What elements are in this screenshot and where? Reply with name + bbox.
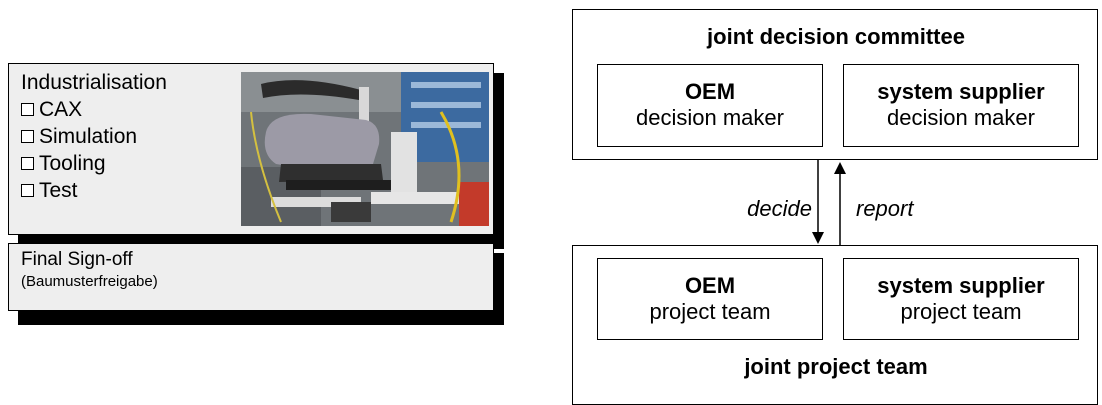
decide-arrow-head (812, 232, 824, 244)
checkbox-icon (21, 157, 34, 170)
decide-label: decide (747, 196, 812, 221)
supplier-role: project team (900, 299, 1022, 324)
list-item: Tooling (21, 150, 137, 177)
supplier-project-team-box: system supplier project team (843, 258, 1079, 340)
supplier-label: system supplier (877, 273, 1045, 298)
signoff-subtitle: (Baumusterfreigabe) (21, 273, 158, 290)
joint-project-team: OEM project team system supplier project… (572, 245, 1098, 405)
list-item: CAX (21, 96, 137, 123)
industrialisation-title: Industrialisation (21, 71, 167, 94)
committee-title: joint decision committee (707, 24, 965, 49)
signoff-panel: Final Sign-off (Baumusterfreigabe) (8, 243, 494, 311)
checkbox-icon (21, 103, 34, 116)
list-item-label: Test (39, 179, 78, 202)
list-item: Test (21, 177, 137, 204)
supplier-role: decision maker (887, 105, 1035, 130)
report-arrow-head (834, 162, 846, 174)
list-item: Simulation (21, 123, 137, 150)
joint-decision-committee: joint decision committee OEM decision ma… (572, 9, 1098, 160)
list-item-label: CAX (39, 98, 83, 121)
signoff-title: Final Sign-off (21, 249, 133, 270)
oem-role: decision maker (636, 105, 784, 130)
oem-project-team-box: OEM project team (597, 258, 823, 340)
oem-role: project team (649, 299, 771, 324)
flow-arrows (812, 160, 846, 246)
supplier-label: system supplier (877, 79, 1045, 104)
oem-label: OEM (684, 79, 736, 104)
industrialisation-list: CAX Simulation Tooling Test (21, 96, 137, 204)
oem-decision-maker-box: OEM decision maker (597, 64, 823, 147)
report-label: report (856, 196, 914, 221)
seat-test-rig-photo (241, 72, 489, 226)
list-item-label: Simulation (39, 125, 138, 148)
list-item-label: Tooling (39, 152, 106, 175)
project-team-title: joint project team (744, 354, 928, 379)
industrialisation-panel: Industrialisation CAX Simulation Tooling… (8, 63, 494, 235)
checkbox-icon (21, 130, 34, 143)
supplier-decision-maker-box: system supplier decision maker (843, 64, 1079, 147)
oem-label: OEM (684, 273, 736, 298)
checkbox-icon (21, 184, 34, 197)
